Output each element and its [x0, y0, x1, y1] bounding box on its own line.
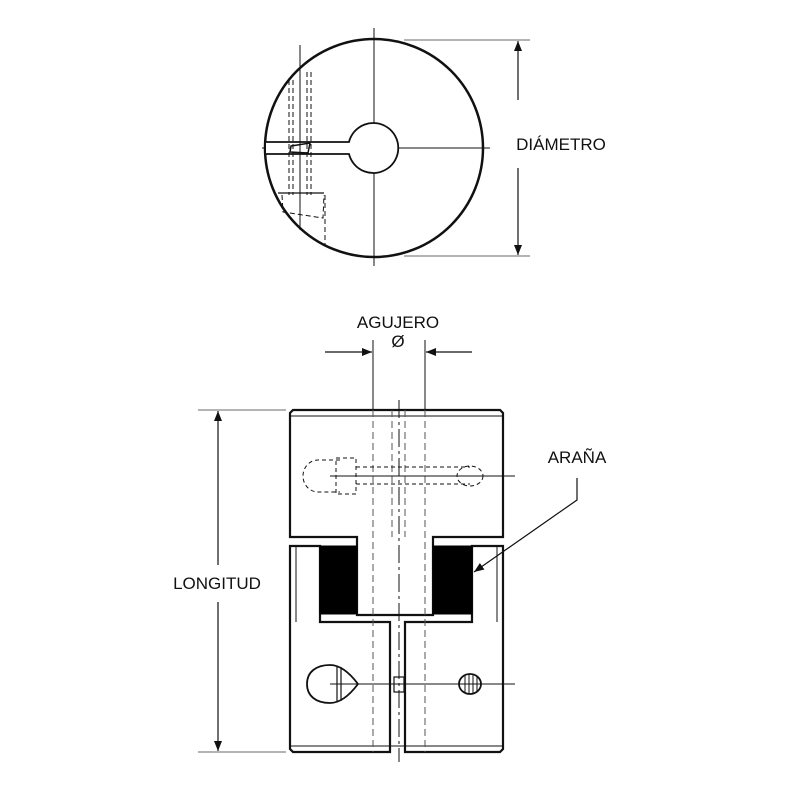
spider-left [319, 545, 358, 615]
hidden-screw-lines [281, 72, 326, 245]
bore-label: AGUJERO [356, 313, 440, 332]
side-view [198, 340, 578, 762]
upper-hub [288, 408, 505, 617]
end-view [262, 28, 530, 266]
bore-symbol: Ø [391, 332, 405, 351]
length-label: LONGITUD [173, 574, 261, 593]
diameter-label: DIÁMETRO [516, 135, 606, 154]
spider-leader-line [473, 478, 578, 573]
hub-outer-circle [263, 37, 485, 259]
spider-label: ARAÑA [547, 448, 607, 467]
bore-with-slot [266, 122, 400, 174]
spider-right [432, 545, 473, 615]
